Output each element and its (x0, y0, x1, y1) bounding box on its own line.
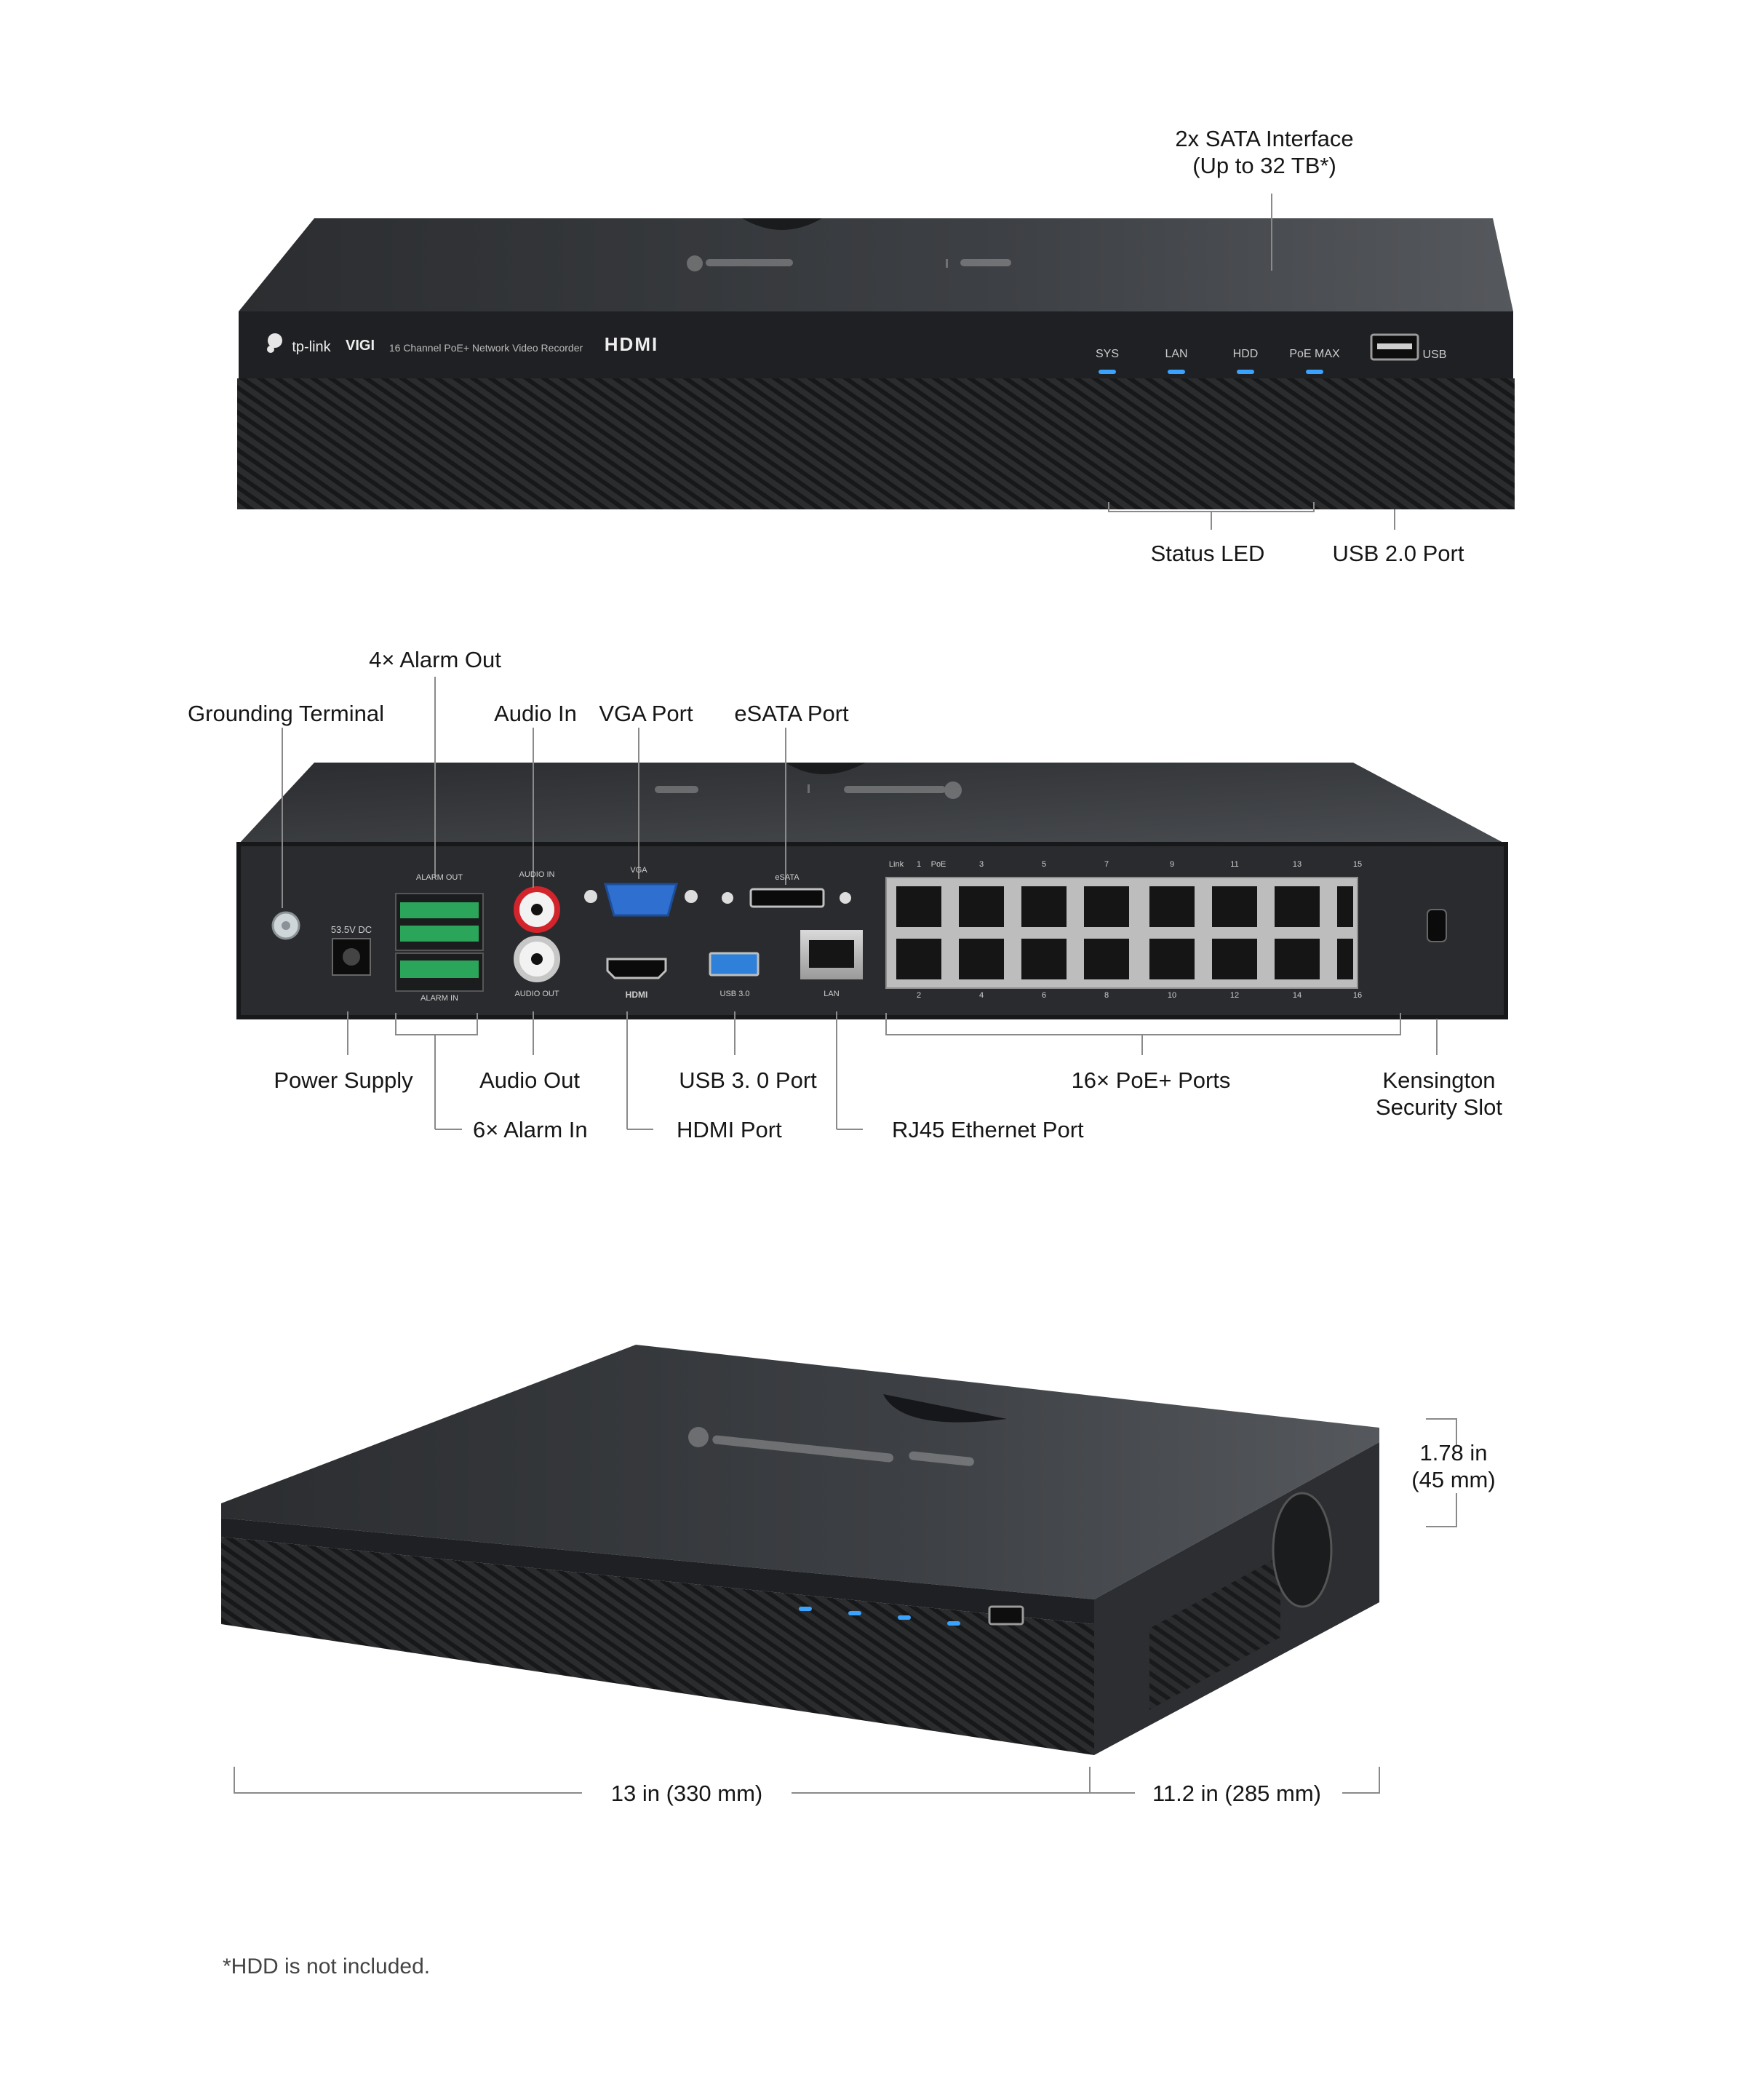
callout-usb3-port: USB 3. 0 Port (679, 1067, 817, 1093)
dimension-height: 1.78 in (45 mm) (1411, 1440, 1496, 1492)
front-led-sys-label: SYS (1095, 348, 1120, 360)
callout-alarm-in: 6× Alarm In (473, 1117, 588, 1142)
rear-vga-text: VGA (630, 866, 647, 875)
rear-port-6: 6 (1041, 991, 1047, 1000)
callout-power-supply: Power Supply (274, 1067, 413, 1093)
rear-port-2: 2 (916, 991, 922, 1000)
rear-notch (786, 763, 866, 774)
rear-usb3-text: USB 3.0 (719, 990, 750, 998)
rear-port-12: 12 (1229, 991, 1240, 1000)
led-lan (1168, 370, 1185, 374)
rear-port-3: 3 (978, 860, 984, 869)
dimension-depth: 11.2 in (285 mm) (1152, 1781, 1322, 1806)
callout-usb-2-port: USB 2.0 Port (1332, 541, 1464, 566)
rear-port-10: 10 (1167, 991, 1177, 1000)
kensington-slot (1427, 909, 1447, 942)
front-model-line: 16 Channel PoE+ Network Video Recorder (388, 342, 583, 354)
rear-port-5: 5 (1041, 860, 1047, 869)
rear-audio-out-text: AUDIO OUT (514, 990, 559, 998)
led-sys (1099, 370, 1116, 374)
front-series-text: VIGI (345, 338, 375, 354)
rear-leaders (282, 677, 1438, 1130)
led-hdd (1237, 370, 1254, 374)
iso-fan (1272, 1492, 1333, 1608)
rear-port-15: 15 (1352, 860, 1363, 869)
front-hdmi-logo: HDMI (604, 333, 659, 355)
front-top-logo (687, 255, 1011, 271)
rear-port-8: 8 (1104, 991, 1109, 1000)
front-led-hdd-label: HDD (1232, 348, 1259, 360)
rear-power-text: 53.5V DC (330, 924, 372, 935)
callout-grounding-terminal: Grounding Terminal (188, 701, 384, 726)
front-view (237, 218, 1515, 509)
iso-top (221, 1345, 1379, 1599)
callout-hdmi-port: HDMI Port (677, 1117, 782, 1142)
front-usb-text: USB (1422, 349, 1447, 361)
callout-poe-ports: 16× PoE+ Ports (1071, 1067, 1231, 1093)
iso-top-logo (688, 1427, 974, 1466)
front-tplink-logo (267, 333, 282, 353)
callout-audio-out: Audio Out (479, 1067, 580, 1093)
rear-audio-in-text: AUDIO IN (519, 870, 555, 879)
rear-top-logo (655, 781, 962, 799)
rear-view (236, 763, 1508, 1019)
callout-esata-port: eSATA Port (734, 701, 849, 726)
esata-port (749, 888, 825, 908)
callout-status-led: Status LED (1150, 541, 1265, 566)
rear-port-16: 16 (1352, 991, 1363, 1000)
rear-port-9: 9 (1169, 860, 1175, 869)
hdmi-port (606, 958, 667, 979)
callout-alarm-out: 4× Alarm Out (369, 647, 501, 672)
front-led-lan-label: LAN (1165, 348, 1188, 360)
front-grille (237, 378, 1515, 509)
front-notch (742, 218, 822, 230)
iso-view (221, 1345, 1379, 1755)
callout-vga-port: VGA Port (599, 701, 693, 726)
callout-rj45-port: RJ45 Ethernet Port (892, 1117, 1084, 1142)
iso-front-face (221, 1518, 1094, 1624)
poe-ports (896, 886, 1353, 979)
front-led-poe-label: PoE MAX (1289, 348, 1340, 360)
callout-audio-in: Audio In (494, 701, 577, 726)
callout-sata-interface: 2x SATA Interface (Up to 32 TB*) (1175, 126, 1354, 178)
rear-top-panel (239, 763, 1506, 844)
rear-esata-text: eSATA (775, 873, 800, 882)
rear-alarm-out-text: ALARM OUT (415, 873, 463, 882)
rear-alarm-in-text: ALARM IN (420, 994, 458, 1003)
rear-port-13: 13 (1292, 860, 1302, 869)
footnote: *HDD is not included. (223, 1954, 431, 1978)
rear-port-14: 14 (1292, 991, 1302, 1000)
iso-usb-port (988, 1605, 1024, 1626)
front-leaders (1108, 194, 1395, 530)
dimension-lines (234, 1418, 1459, 1794)
front-brand-text: tp-link (292, 339, 331, 355)
rear-port-11: 11 (1230, 860, 1239, 869)
rear-poe-text: PoE (930, 860, 946, 869)
rear-port-1: 1 (916, 860, 922, 869)
front-top-panel (239, 218, 1513, 311)
rear-lan-text: LAN (824, 990, 840, 998)
iso-notch (883, 1394, 1007, 1423)
callout-kensington-slot: Kensington Security Slot (1375, 1067, 1503, 1120)
alarm-out-block (395, 893, 484, 951)
iso-side-vent (1149, 1556, 1280, 1710)
usb3-port (709, 952, 760, 977)
front-face (239, 311, 1513, 378)
rear-port-7: 7 (1104, 860, 1109, 869)
rear-hdmi-text: HDMI (625, 990, 648, 1000)
vga-port (604, 883, 678, 917)
iso-front-grille (221, 1537, 1094, 1755)
led-poe (1306, 370, 1323, 374)
alarm-in-block (395, 952, 484, 992)
rear-port-4: 4 (978, 991, 984, 1000)
rear-link-text: Link (888, 860, 904, 869)
dimension-width: 13 in (330 mm) (610, 1781, 763, 1806)
